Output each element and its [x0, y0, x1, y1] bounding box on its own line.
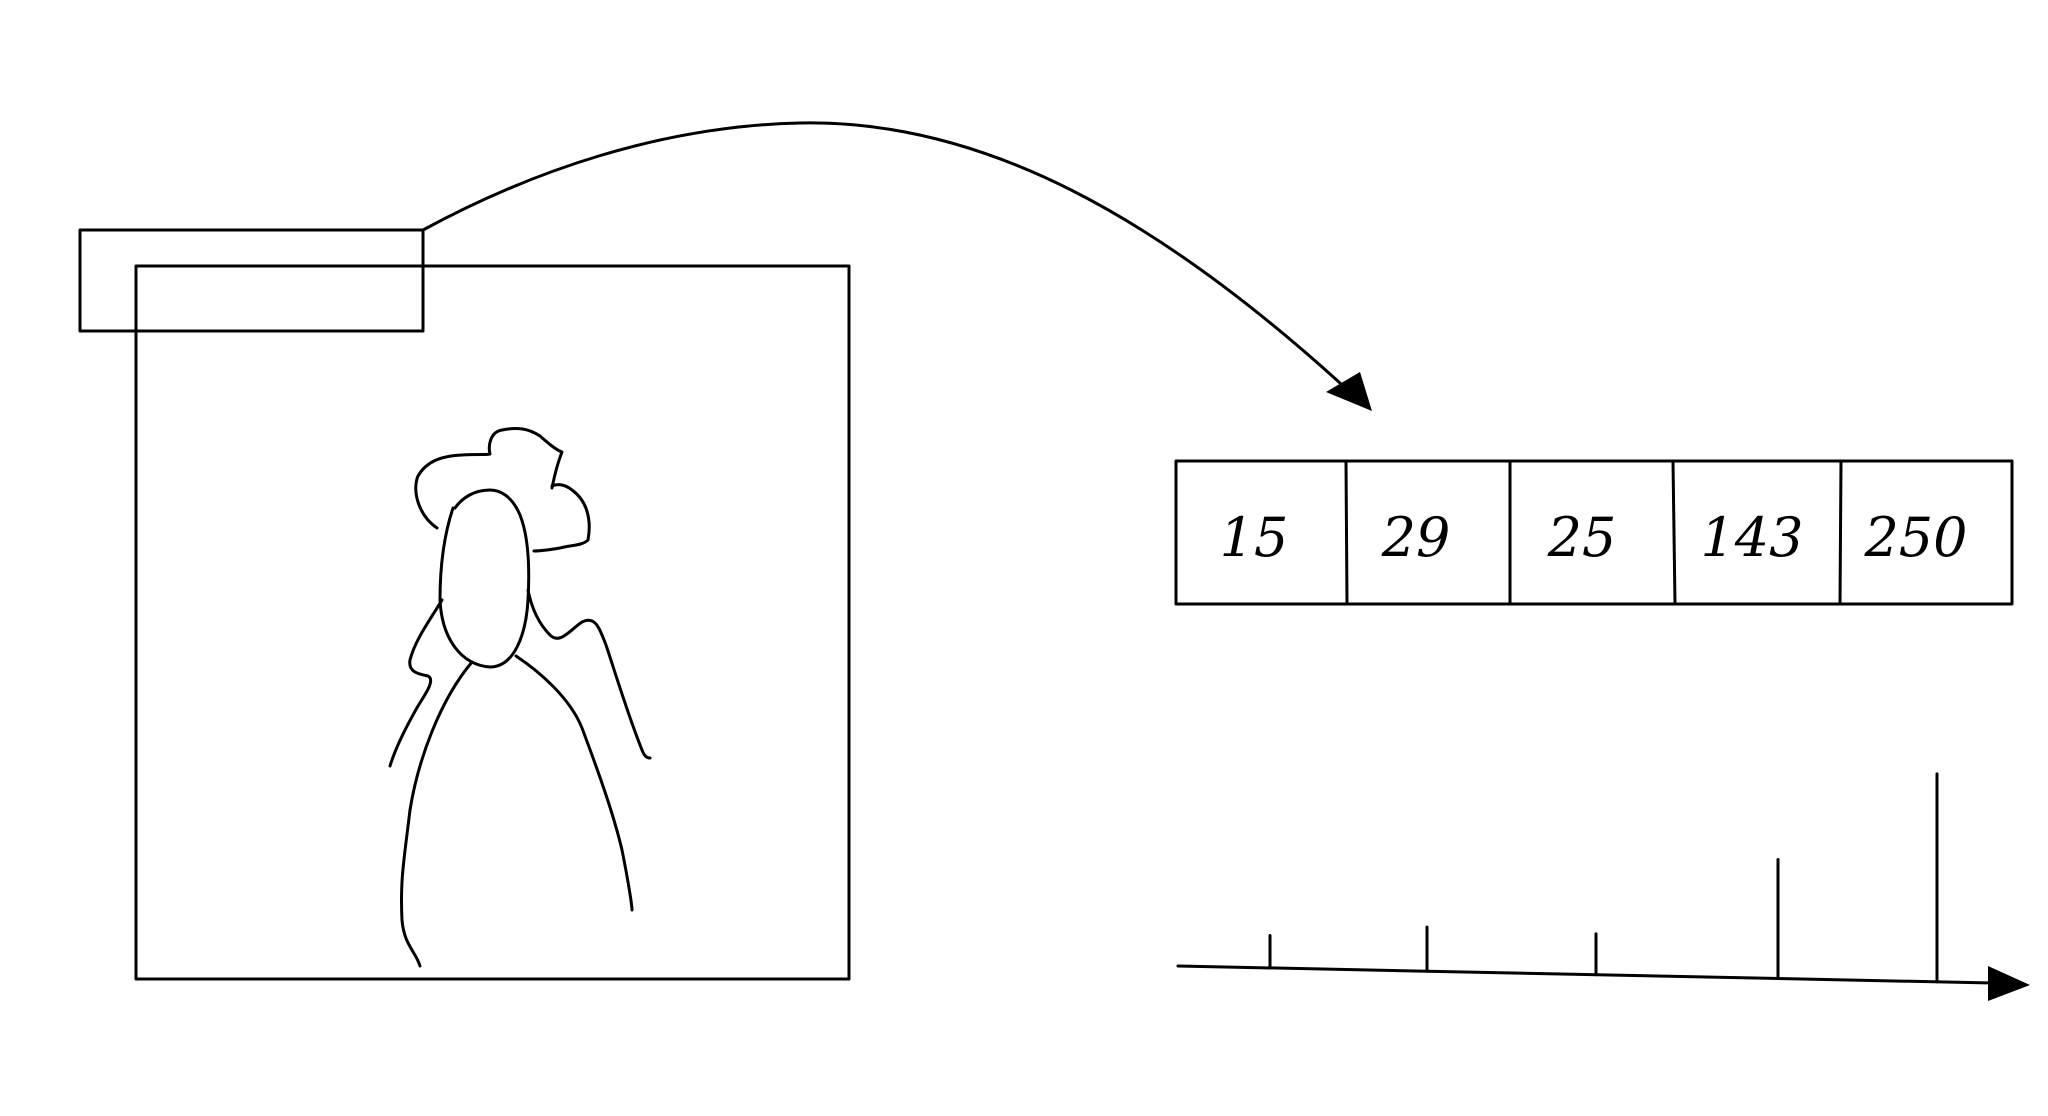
image-frame	[136, 266, 849, 979]
person-sketch	[390, 428, 650, 966]
value-array: 15 29 25 143 250	[1176, 461, 2012, 604]
array-cell-value: 25	[1547, 506, 1617, 569]
histogram-axis-arrow-head	[1988, 966, 2030, 1001]
selection-window	[80, 230, 423, 331]
histogram-bars	[1270, 774, 1937, 982]
array-cell-value: 15	[1220, 506, 1289, 569]
array-cell-value: 29	[1381, 506, 1451, 569]
histogram-axis	[1178, 966, 1992, 983]
array-cell-value: 143	[1700, 506, 1803, 569]
mapping-arrow	[423, 123, 1340, 383]
array-cell-value: 250	[1863, 506, 1967, 569]
